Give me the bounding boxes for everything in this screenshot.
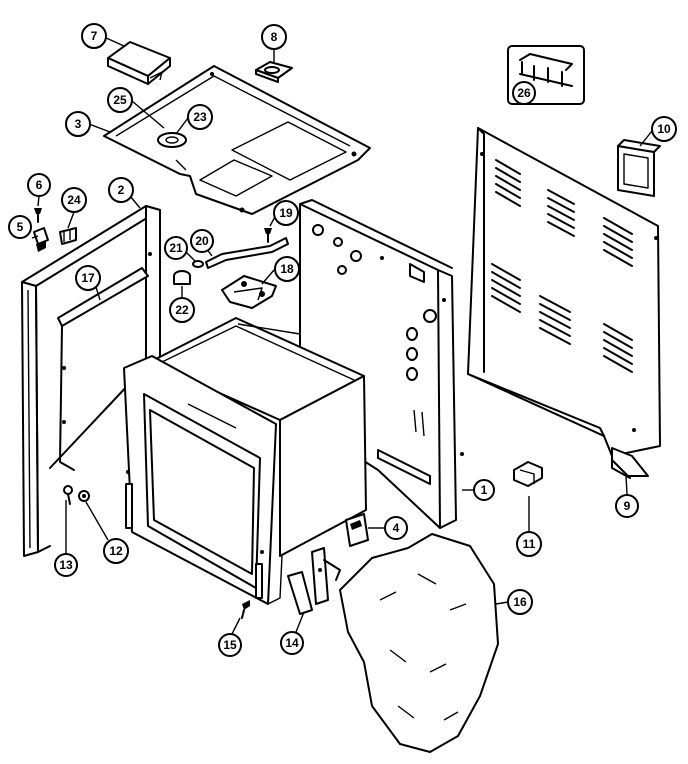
svg-text:13: 13: [59, 558, 73, 572]
svg-text:1: 1: [481, 483, 488, 497]
part-21-washer: [192, 260, 204, 268]
svg-text:9: 9: [624, 499, 631, 513]
svg-text:25: 25: [113, 93, 127, 107]
svg-text:20: 20: [195, 234, 209, 248]
callout-16: 16: [507, 589, 533, 615]
part-11-hinge-receiver: [513, 461, 543, 487]
part-4-bracket: [345, 513, 369, 547]
svg-text:4: 4: [393, 521, 400, 535]
callout-12: 12: [103, 538, 129, 564]
callout-7: 7: [81, 23, 107, 49]
part-19-screw: [264, 228, 272, 243]
part-20-latch-rod: [205, 237, 289, 269]
callout-19: 19: [273, 200, 299, 226]
callout-6: 6: [27, 173, 51, 197]
callout-20: 20: [190, 229, 214, 253]
callout-5: 5: [8, 215, 32, 239]
part-3-top-plate: [103, 65, 371, 215]
callout-18: 18: [274, 256, 300, 282]
rear-panel: [467, 127, 661, 457]
svg-text:15: 15: [223, 638, 237, 652]
callout-23: 23: [187, 104, 213, 130]
svg-text:16: 16: [513, 595, 527, 609]
callout-13: 13: [54, 553, 78, 577]
callout-21: 21: [164, 236, 188, 260]
svg-text:22: 22: [175, 303, 189, 317]
part-24-clip: [59, 227, 77, 245]
part-10-bracket: [617, 139, 661, 197]
leader-lines: [31, 36, 653, 635]
callout-17: 17: [75, 265, 101, 291]
callout-26: 26: [512, 81, 536, 105]
callout-1: 1: [473, 479, 495, 501]
svg-text:23: 23: [193, 110, 207, 124]
callout-15: 15: [218, 633, 242, 657]
svg-text:21: 21: [169, 241, 183, 255]
svg-text:2: 2: [118, 183, 125, 197]
svg-text:24: 24: [67, 193, 81, 207]
part-5-switch: [33, 227, 49, 252]
callout-11: 11: [516, 531, 542, 557]
svg-text:5: 5: [17, 220, 24, 234]
svg-text:3: 3: [75, 117, 82, 131]
callout-3: 3: [65, 111, 91, 137]
callout-4: 4: [384, 516, 408, 540]
svg-text:19: 19: [279, 206, 293, 220]
callout-10: 10: [651, 116, 677, 142]
part-15-screw: [241, 600, 250, 619]
callout-25: 25: [107, 87, 133, 113]
svg-text:11: 11: [523, 537, 536, 551]
callout-24: 24: [61, 187, 87, 213]
oven-cavity: [123, 317, 367, 605]
svg-text:12: 12: [109, 544, 123, 558]
part-7-box: [107, 41, 171, 85]
part-6-screw: [34, 208, 42, 223]
callout-22: 22: [169, 297, 195, 323]
part-13-screw: [63, 485, 73, 505]
callout-8: 8: [261, 24, 287, 50]
part-8-cover: [255, 61, 293, 83]
svg-text:17: 17: [81, 271, 95, 285]
svg-text:14: 14: [285, 636, 299, 650]
callout-9: 9: [615, 494, 639, 518]
part-18-latch-bracket: [221, 275, 277, 309]
svg-text:18: 18: [280, 262, 294, 276]
part-12-spacer: [78, 490, 90, 502]
rear-panel-vents: [491, 159, 633, 373]
part-16-insulation: [339, 533, 499, 753]
svg-text:10: 10: [657, 122, 671, 136]
callout-2: 2: [108, 177, 134, 203]
svg-text:7: 7: [91, 29, 98, 43]
part-14-hinge: [287, 547, 341, 615]
svg-text:8: 8: [271, 30, 278, 44]
part-2-front-frame: [21, 205, 161, 557]
callout-14: 14: [280, 631, 304, 655]
part-1-side-panel: [299, 199, 464, 529]
part-9-bracket: [611, 447, 649, 479]
svg-text:6: 6: [36, 178, 43, 192]
part-22-knob: [173, 270, 191, 285]
svg-text:26: 26: [517, 86, 531, 100]
